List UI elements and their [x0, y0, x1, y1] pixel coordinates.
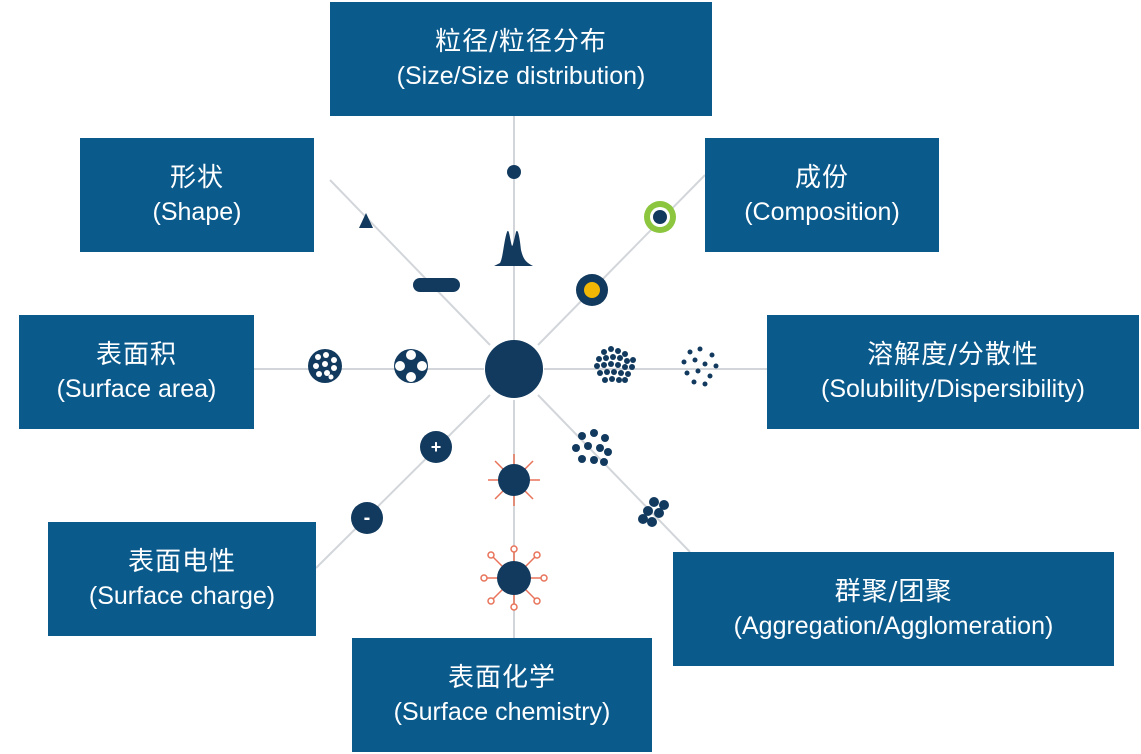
- spoke-lines: [254, 116, 767, 638]
- shape-label-zh: 形状: [169, 162, 224, 193]
- surface-charge-label-en: (Surface charge): [88, 581, 276, 610]
- solubility-label-zh: 溶解度/分散性: [867, 339, 1039, 370]
- surface-charge-property-box: 表面电性 (Surface charge): [48, 522, 316, 636]
- spoke-surface-charge: [315, 394, 491, 569]
- tight-agglomerate-icon: [638, 497, 669, 527]
- aggregation-property-box: 群聚/团聚 (Aggregation/Agglomeration): [673, 552, 1114, 666]
- aggregation-label-en: (Aggregation/Agglomeration): [733, 611, 1054, 640]
- surface-area-label-en: (Surface area): [56, 374, 217, 403]
- surface-charge-label-zh: 表面电性: [127, 546, 236, 577]
- particle-core-icon: [485, 340, 543, 398]
- size-label-zh: 粒径/粒径分布: [435, 26, 607, 57]
- cross-pore-sphere-icon: [394, 349, 428, 383]
- surface-area-label-zh: 表面积: [95, 339, 177, 370]
- green-ring-core-shell-icon: [644, 201, 676, 233]
- composition-label-en: (Composition): [744, 197, 900, 226]
- surface-area-property-box: 表面积 (Surface area): [19, 315, 254, 429]
- triangle-icon: [359, 213, 373, 228]
- shape-label-en: (Shape): [152, 197, 242, 226]
- composition-property-box: 成份 (Composition): [705, 138, 939, 252]
- small-dot-icon: [507, 165, 521, 179]
- composition-label-zh: 成份: [794, 162, 849, 193]
- shape-property-box: 形状 (Shape): [80, 138, 314, 252]
- short-ligand-particle-icon: [488, 454, 540, 506]
- dispersed-dots-icon: [681, 346, 719, 387]
- surface-chemistry-property-box: 表面化学 (Surface chemistry): [352, 638, 652, 752]
- dense-cluster-icon: [594, 346, 636, 383]
- plus-symbol: +: [431, 437, 442, 457]
- solubility-property-box: 溶解度/分散性 (Solubility/Dispersibility): [767, 315, 1139, 429]
- spoke-aggregation: [537, 394, 691, 553]
- yellow-core-shell-icon: [576, 274, 608, 306]
- spoke-composition: [537, 174, 706, 346]
- rod-icon: [413, 278, 460, 292]
- loose-aggregate-icon: [572, 429, 612, 466]
- negative-charge-icon: -: [351, 502, 383, 534]
- solubility-label-en: (Solubility/Dispersibility): [821, 374, 1085, 403]
- aggregation-label-zh: 群聚/团聚: [834, 576, 953, 607]
- bimodal-distribution-icon: [494, 230, 533, 266]
- size-property-box: 粒径/粒径分布 (Size/Size distribution): [330, 2, 712, 116]
- porous-sphere-icon: [308, 349, 342, 383]
- long-ligand-particle-icon: [480, 545, 548, 611]
- minus-symbol: -: [364, 507, 371, 529]
- surface-chemistry-label-zh: 表面化学: [447, 662, 556, 693]
- size-label-en: (Size/Size distribution): [396, 61, 646, 90]
- surface-chemistry-label-en: (Surface chemistry): [393, 697, 611, 726]
- positive-charge-icon: +: [420, 431, 452, 463]
- spoke-shape: [329, 179, 491, 346]
